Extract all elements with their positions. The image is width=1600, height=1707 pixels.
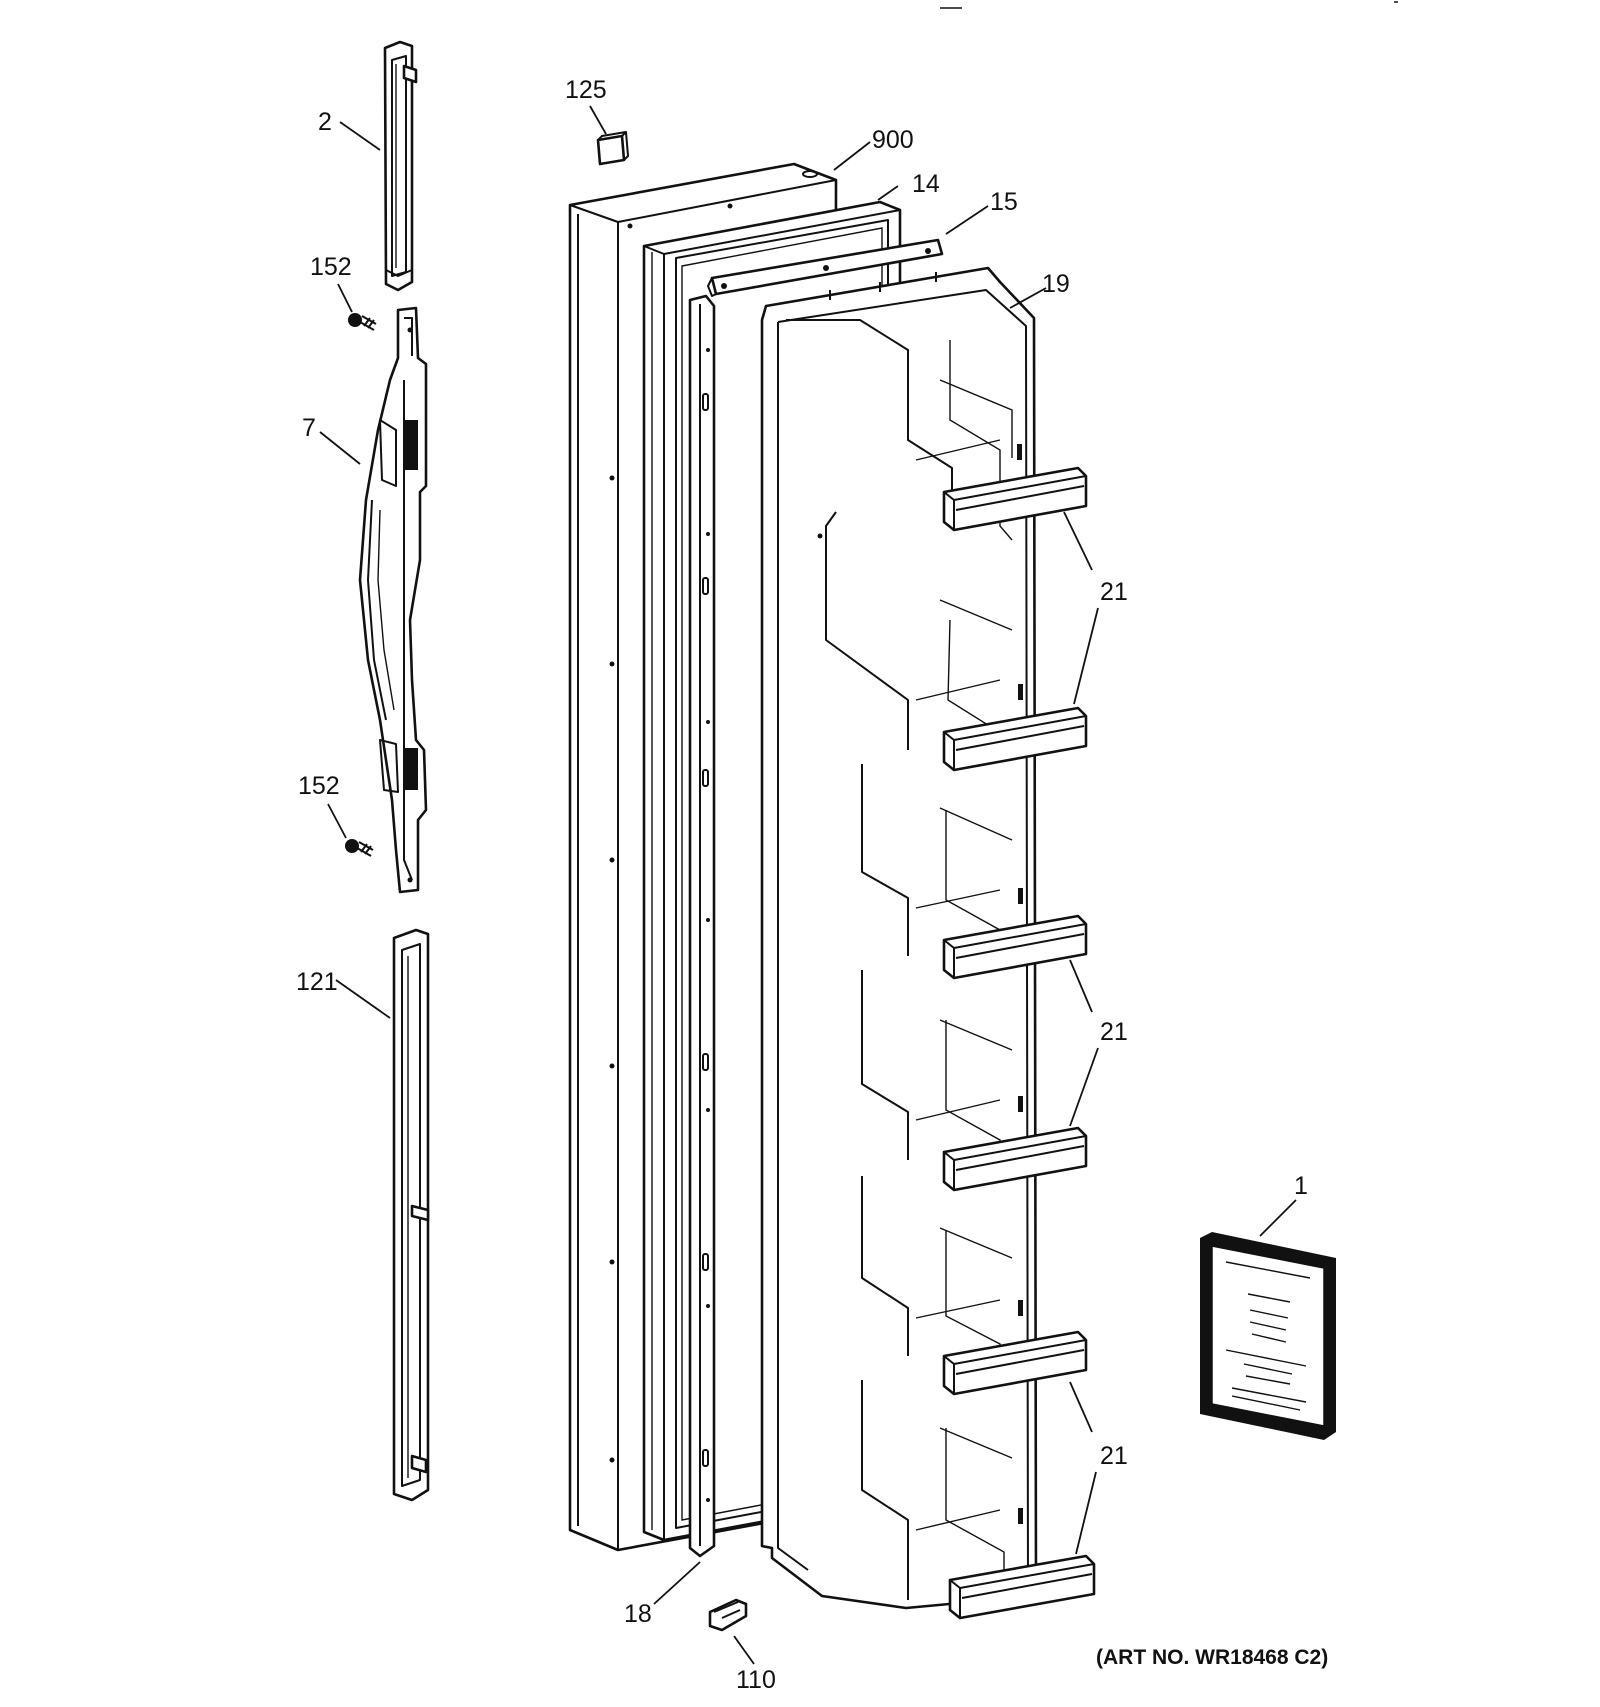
callout-19: 19 [1042,270,1070,298]
part-152-screw-lower [345,839,374,857]
callout-14: 14 [912,170,940,198]
shelf-rail [942,1126,1088,1192]
liner-marks [1017,444,1023,1524]
leader-lines [319,105,1297,1665]
shelf-rail [942,1330,1088,1396]
part-110-clip [708,1598,748,1632]
liner-bin-ribs [915,379,1013,1531]
callout-21-lower: 21 [1100,1442,1128,1470]
part-125-cap [596,131,629,166]
callout-1: 1 [1294,1172,1308,1200]
shelf-rail [942,914,1088,980]
callout-15: 15 [990,188,1018,216]
strip-slots [702,393,709,1467]
callout-21-upper: 21 [1100,578,1128,606]
part-7-handle [358,306,428,894]
callout-152-lower: 152 [298,772,340,800]
shelf-rail [942,706,1088,772]
callout-2: 2 [318,108,332,136]
manual-print-marks [1225,1261,1311,1411]
callout-152-upper: 152 [310,253,352,281]
callout-121: 121 [296,968,338,996]
part-1-manual [1200,1232,1336,1440]
part-18-strip [688,294,716,1558]
shelf-rail [942,466,1088,532]
art-number: (ART NO. WR18468 C2) [1096,1646,1328,1669]
part-2-top-trim [383,40,418,292]
callout-21-middle: 21 [1100,1018,1128,1046]
callout-labels: 2 152 7 152 121 125 900 14 15 19 21 21 2… [296,76,1308,1694]
strip-holes [706,348,710,1502]
callout-110: 110 [736,1666,776,1694]
part-121-bottom-trim [392,928,430,1502]
shelf-rail [948,1554,1096,1620]
part-152-screw-upper [348,313,377,331]
callout-900: 900 [872,126,914,154]
part-21-shelf-rails [942,466,1096,1620]
door-rivets [609,203,733,1463]
callout-7: 7 [302,414,316,442]
part-15-bracket [707,238,944,297]
callout-18: 18 [624,1600,652,1628]
callout-125: 125 [565,76,607,104]
part-19-door-liner [760,266,1038,1610]
